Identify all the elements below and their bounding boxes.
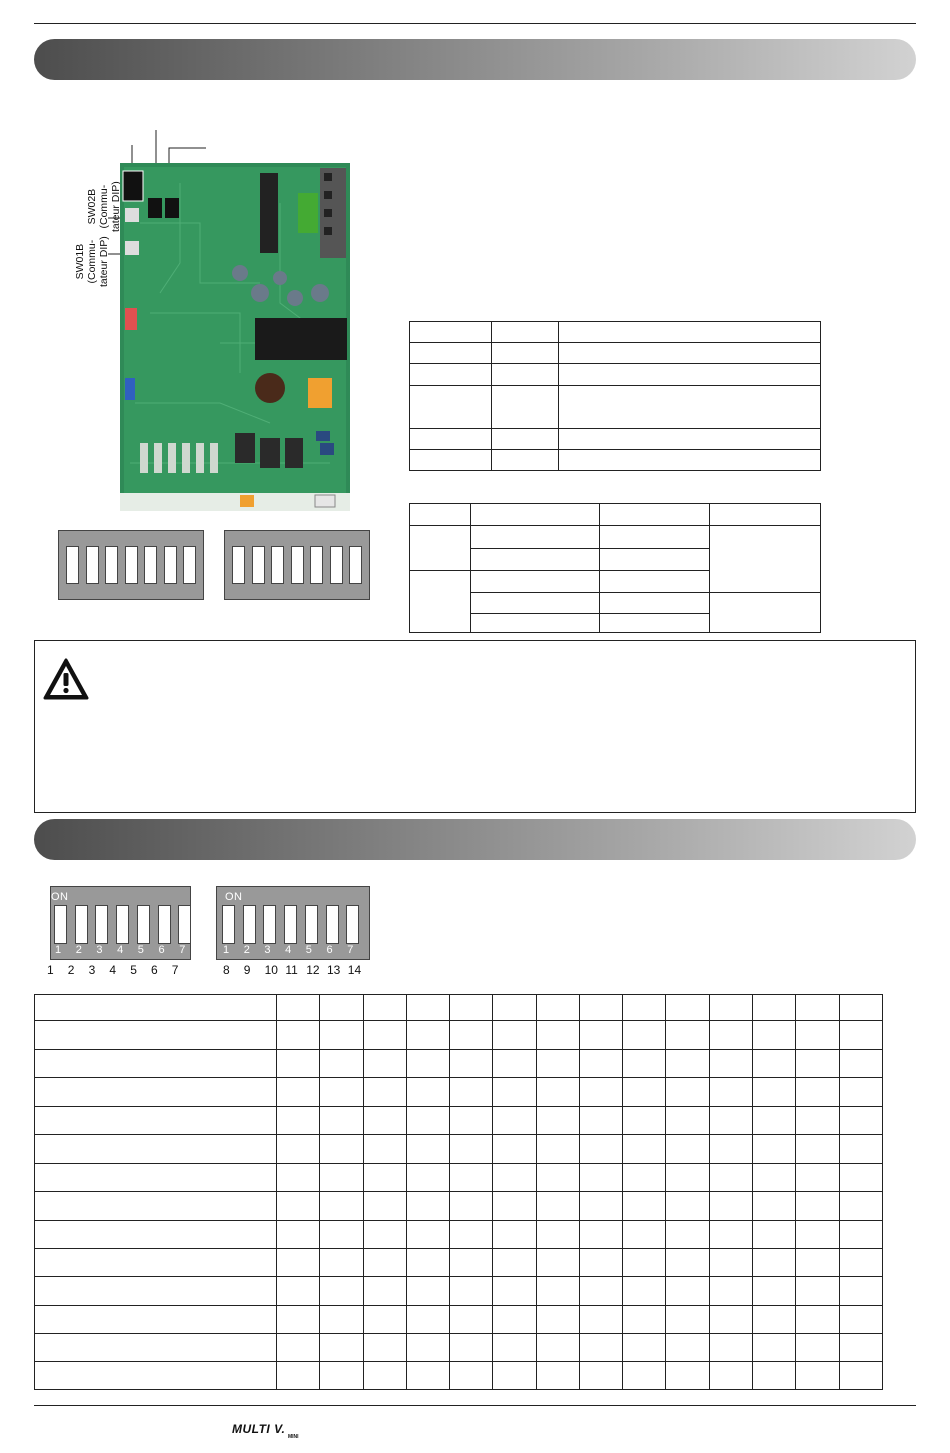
section-banner-2: [34, 819, 916, 860]
table-row: [34, 1049, 884, 1078]
dip-position-number: 4: [109, 963, 117, 977]
dip-lever: [136, 905, 150, 944]
table-row: [34, 1134, 884, 1164]
dip-lever-number: 4: [285, 944, 292, 956]
dip-position-number: 3: [88, 963, 96, 977]
pcb-board-image: [120, 163, 350, 511]
dip-lever: [251, 546, 265, 584]
dip-lever: [95, 905, 109, 944]
dip-lever-number: 5: [137, 944, 144, 956]
dip-lever: [325, 905, 339, 944]
dip-lever-number: 5: [305, 944, 312, 956]
dip-position-number: 12: [306, 963, 320, 977]
dip-position-number: 14: [347, 963, 362, 977]
table-row: [34, 994, 884, 1021]
on-label: ON: [225, 891, 243, 903]
table-row: [34, 1106, 884, 1135]
multi-v-mini-logo: MULTI V. MINI: [232, 1422, 299, 1440]
dip-lever-number: 2: [243, 944, 250, 956]
dip-position-number: 7: [171, 963, 179, 977]
table-row: [34, 1305, 884, 1334]
table-row: [34, 1220, 884, 1249]
dip-lever-number: 4: [117, 944, 124, 956]
caution-box: [34, 640, 916, 813]
dip-lever-number: 1: [55, 944, 62, 956]
dip-lever: [74, 905, 88, 944]
table-row: [34, 1020, 884, 1050]
table-row: [34, 1361, 884, 1390]
dip-lever: [183, 546, 196, 584]
dip-position-number: 6: [151, 963, 158, 977]
dip-lever: [329, 546, 343, 584]
dip-lever: [222, 905, 235, 944]
table-row: [34, 1248, 884, 1277]
dip-lever-number: 3: [96, 944, 103, 956]
dip-lever: [232, 546, 245, 584]
dip-position-number: 8: [223, 963, 230, 977]
dip-lever-number: 6: [326, 944, 333, 956]
dip-lever: [66, 546, 79, 584]
sw01b-label: SW01B (Commu- tateur DIP): [74, 236, 110, 287]
bottom-rule: [34, 1405, 916, 1406]
dip-lever: [116, 905, 130, 944]
dip-position-number: 11: [285, 963, 298, 977]
dip-position-number: 5: [130, 963, 137, 977]
table-b: [409, 503, 821, 633]
table-a: [409, 321, 821, 471]
table-row: [34, 1077, 884, 1107]
dip-lever-number: 1: [223, 944, 230, 956]
dip-position-number: 2: [67, 963, 75, 977]
dip-lever: [54, 905, 67, 944]
dip-position-number: 1: [47, 963, 54, 977]
dip-lever: [124, 546, 138, 584]
warning-icon: [43, 658, 89, 700]
dip-lever: [290, 546, 304, 584]
dip-lever: [163, 546, 177, 584]
dip-lever: [157, 905, 171, 944]
dip-position-number: 13: [327, 963, 341, 977]
dip-lever-number: 6: [158, 944, 165, 956]
dip-lever: [346, 905, 360, 944]
dip-lever: [178, 905, 192, 944]
dip-switch-illustration-1: [58, 530, 204, 600]
dip-lever: [85, 546, 99, 584]
table-row: [34, 1276, 884, 1306]
dip-setting-table: [34, 994, 884, 1390]
dip-lever: [263, 905, 277, 944]
dip-lever: [242, 905, 256, 944]
table-row: [34, 1191, 884, 1221]
dip-lever-number: 3: [264, 944, 271, 956]
dip-lever: [304, 905, 318, 944]
top-rule: [34, 23, 916, 24]
dip-lever-number: 2: [75, 944, 82, 956]
dip-lever: [310, 546, 323, 584]
dip-lever: [105, 546, 118, 584]
on-label: ON: [51, 891, 69, 903]
dip-lever: [271, 546, 284, 584]
dip-lever: [349, 546, 362, 584]
table-row: [34, 1333, 884, 1362]
dip-position-number: 10: [264, 963, 278, 977]
dip-lever: [284, 905, 298, 944]
section-banner-1: [34, 39, 916, 80]
dip-lever: [144, 546, 157, 584]
dip-lever-number: 7: [347, 944, 354, 956]
dip-position-number: 9: [243, 963, 251, 977]
table-row: [34, 1163, 884, 1192]
dip-lever-number: 7: [179, 944, 186, 956]
